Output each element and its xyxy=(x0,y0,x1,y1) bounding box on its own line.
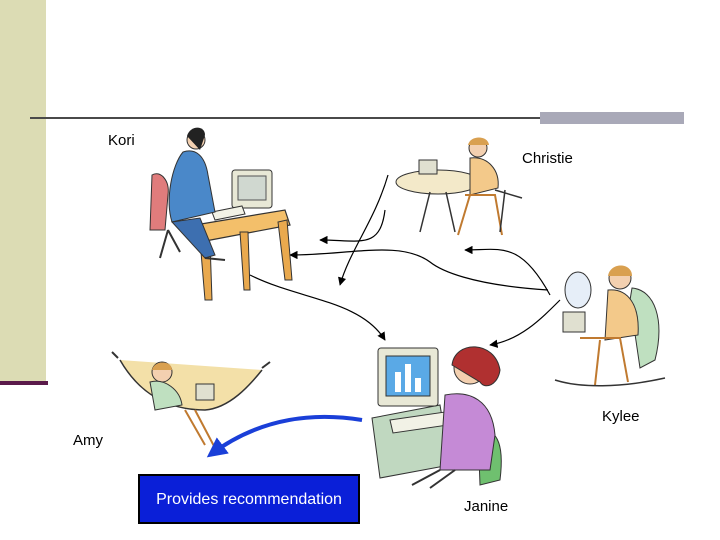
arrow-kori-to-janine xyxy=(249,274,386,341)
label-janine: Janine xyxy=(464,498,509,515)
label-kylee: Kylee xyxy=(602,408,640,425)
callout-arrow xyxy=(206,414,363,458)
christie-figure xyxy=(395,137,523,236)
callout-text: Provides recommendation xyxy=(156,491,342,508)
recommendation-callout: Provides recommendation xyxy=(138,474,360,524)
title-accent-bar xyxy=(540,112,684,124)
connection-arrows xyxy=(249,174,561,348)
amy-figure xyxy=(111,351,271,449)
arrow-kylee-to-christie xyxy=(464,245,551,296)
title-rule xyxy=(30,117,540,119)
janine-figure xyxy=(371,346,502,489)
label-amy: Amy xyxy=(73,432,103,449)
arrow-kylee-to-kori xyxy=(289,249,549,291)
label-christie: Christie xyxy=(522,150,573,167)
arrow-kylee-to-janine xyxy=(489,299,561,348)
label-kori: Kori xyxy=(108,132,135,149)
left-sidebar-edge xyxy=(0,381,48,385)
kori-figure xyxy=(149,127,293,301)
kylee-figure xyxy=(554,265,666,387)
left-sidebar-bar xyxy=(0,0,46,384)
arrow-christie-loop xyxy=(319,209,386,245)
arrow-christie-to-janine xyxy=(338,174,389,286)
